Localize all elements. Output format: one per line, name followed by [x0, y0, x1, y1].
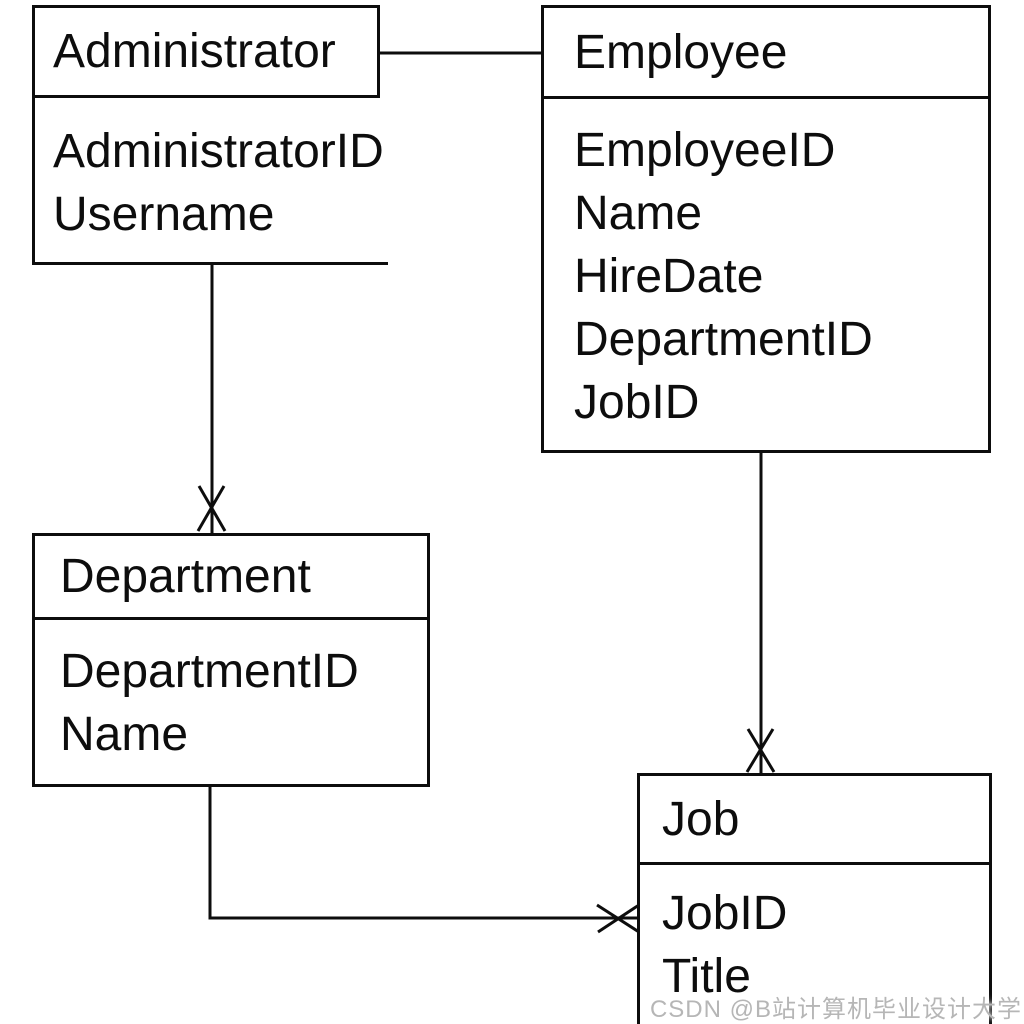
entity-administrator-attributes: AdministratorID Username — [32, 98, 388, 265]
attribute: HireDate — [574, 250, 764, 303]
attribute: DepartmentID — [60, 645, 359, 698]
entity-administrator-title: Administrator — [32, 5, 380, 98]
cross-marker-job-top — [745, 728, 776, 773]
attribute: AdministratorID — [53, 125, 384, 178]
cross-marker-job-left — [596, 903, 640, 934]
entity-name: Employee — [574, 25, 788, 79]
attribute: JobID — [574, 376, 700, 429]
entity-name: Job — [662, 792, 740, 846]
entity-job-attributes: JobID Title — [637, 865, 992, 1024]
attribute: Username — [53, 188, 275, 241]
entity-department-attributes: DepartmentID Name — [32, 620, 430, 787]
attribute: JobID — [662, 887, 788, 940]
entity-employee-title: Employee — [541, 5, 991, 99]
entity-employee-attributes: EmployeeID Name HireDate DepartmentID Jo… — [541, 99, 991, 453]
connector-department-job — [208, 785, 639, 920]
entity-name: Department — [60, 550, 311, 603]
attribute: EmployeeID — [574, 124, 836, 177]
attribute: Title — [662, 950, 751, 1003]
cross-marker-department — [196, 485, 227, 532]
entity-job-title: Job — [637, 773, 992, 865]
attribute: DepartmentID — [574, 313, 873, 366]
attribute: Name — [574, 187, 703, 240]
attribute: Name — [60, 708, 189, 761]
csdn-watermark: CSDN @B站计算机毕业设计大学 — [649, 996, 1022, 1023]
entity-name: Administrator — [53, 25, 336, 78]
entity-department-title: Department — [32, 533, 430, 620]
